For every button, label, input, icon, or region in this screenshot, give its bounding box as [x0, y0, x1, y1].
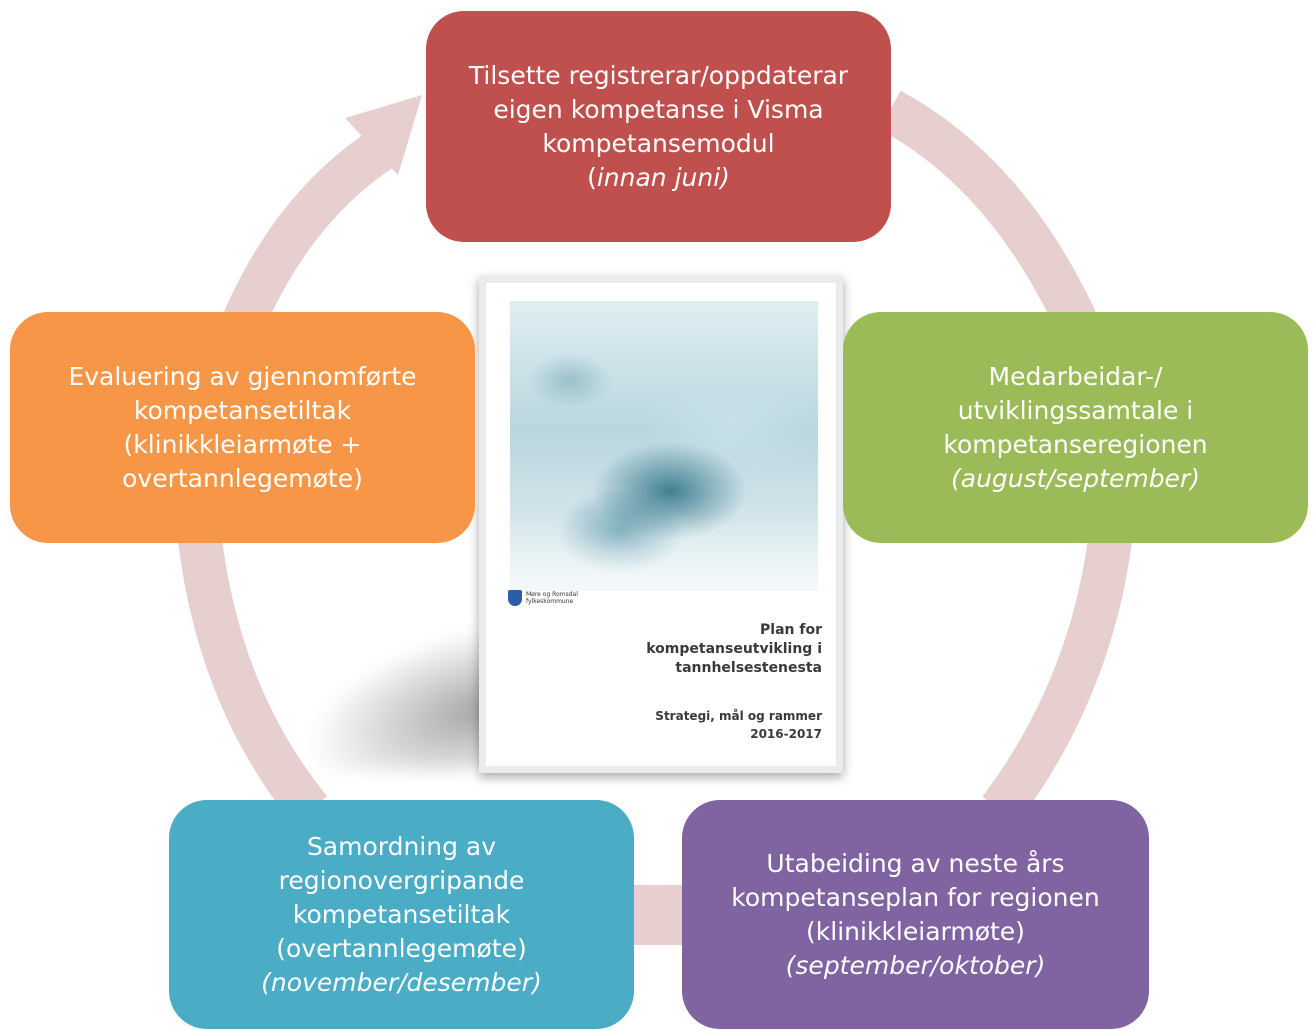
step-text: kompetansetiltak [133, 395, 352, 425]
county-shield-icon [508, 590, 522, 606]
step-next-year-plan: Utabeiding av neste års kompetanseplan f… [682, 800, 1149, 1029]
cover-org-name: Møre og Romsdal fylkeskommune [526, 591, 578, 605]
ring-arc-left [178, 537, 328, 824]
cover-title-line: Plan for [760, 622, 822, 638]
step-appraisal-talk: Medarbeidar-/ utviklingssamtale i kompet… [843, 312, 1308, 543]
step-register-competence: Tilsette registrerar/oppdaterar eigen ko… [426, 11, 891, 242]
cover-photo-fade [510, 513, 818, 633]
cover-subtitle-line: Strategi, mål og rammer [655, 709, 822, 723]
step-text: (overtannlegemøte) [276, 933, 527, 963]
ring-arc-top-right [879, 90, 1101, 340]
cover-org-line-1: Møre og Romsdal [526, 591, 578, 598]
ring-arc-bottom [630, 885, 690, 945]
step-coordination: Samordning av regionovergripande kompeta… [169, 800, 634, 1029]
step-text: overtannlegemøte) [122, 463, 363, 493]
cover-title-line: tannhelsestenesta [675, 660, 822, 676]
cover-subtitle-line: 2016-2017 [750, 727, 822, 741]
step-timing-open: ( [587, 162, 597, 192]
ring-arrowhead [345, 95, 422, 175]
step-timing-text: innan juni) [596, 162, 730, 192]
step-text: kompetanseregionen [943, 429, 1208, 459]
cover-logo: Møre og Romsdal fylkeskommune [508, 590, 578, 606]
cover-subtitle: Strategi, mål og rammer 2016-2017 [655, 707, 822, 743]
cover-title: Plan for kompetanseutvikling i tannhelse… [646, 621, 822, 678]
step-timing: (august/september) [951, 463, 1200, 493]
step-text: eigen kompetanse i Visma [493, 94, 824, 124]
plan-cover-page: Møre og Romsdal fylkeskommune Plan for k… [486, 283, 836, 766]
step-timing: (september/oktober) [785, 950, 1046, 980]
step-text: Evaluering av gjennomførte [68, 361, 417, 391]
ring-arc-top-left [219, 131, 393, 339]
step-text: Tilsette registrerar/oppdaterar [468, 60, 849, 90]
step-text: Samordning av [306, 831, 497, 861]
cover-title-line: kompetanseutvikling i [646, 641, 822, 657]
step-text: utviklingssamtale i [957, 395, 1194, 425]
step-timing: (innan juni) [587, 161, 730, 195]
step-text: kompetansetiltak [292, 899, 511, 929]
step-text: kompetanseplan for regionen [731, 882, 1100, 912]
step-text: (klinikkleiarmøte) [806, 916, 1025, 946]
plan-cover: Møre og Romsdal fylkeskommune Plan for k… [479, 276, 843, 773]
step-evaluation: Evaluering av gjennomførte kompetansetil… [10, 312, 475, 543]
step-text: kompetansemodul [542, 128, 775, 158]
step-text: Utabeiding av neste års [766, 848, 1065, 878]
step-text: Medarbeidar-/ [988, 361, 1163, 391]
cover-org-line-2: fylkeskommune [526, 598, 574, 605]
step-text: regionovergripande [278, 865, 525, 895]
step-text: (klinikkleiarmøte + [123, 429, 362, 459]
ring-arc-right [982, 537, 1132, 824]
step-timing: (november/desember) [261, 967, 542, 997]
